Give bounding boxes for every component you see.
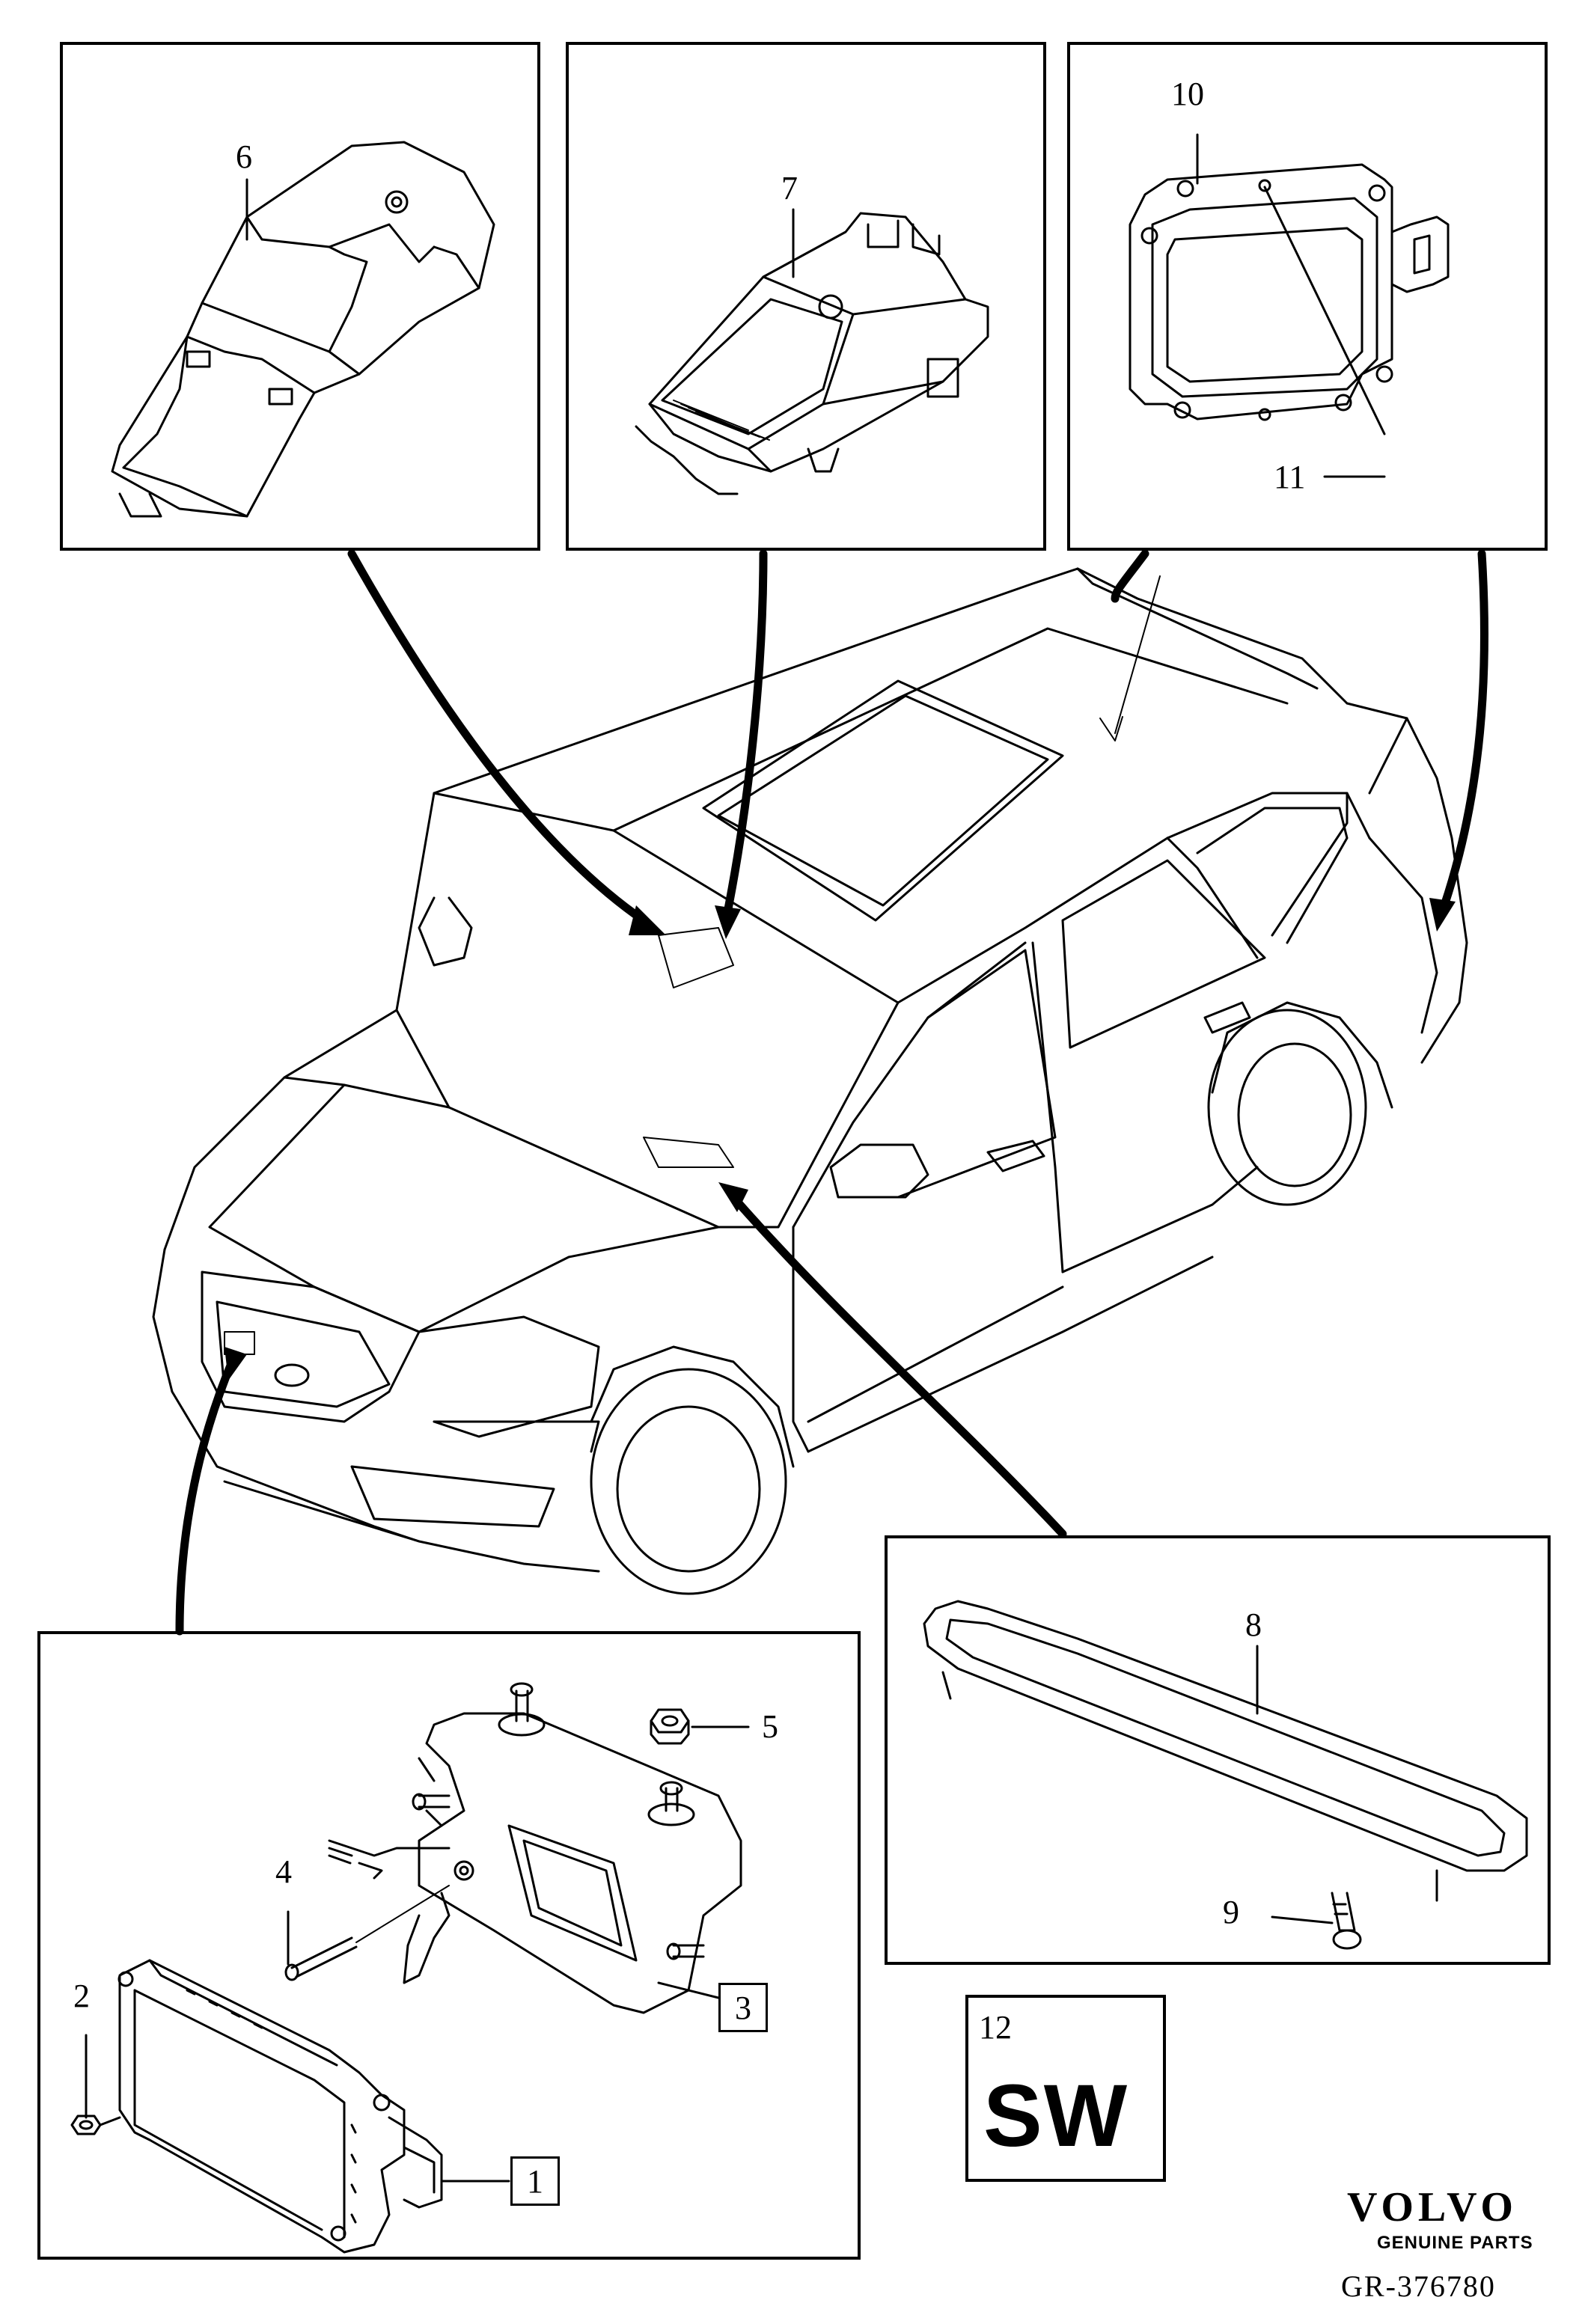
- module-part-1: [117, 1959, 443, 2254]
- software-label: SW: [983, 2067, 1129, 2165]
- arrowhead-10b: [1429, 898, 1456, 932]
- arrow-panel1-to-car: [175, 1357, 236, 1636]
- callout-11: 11: [1274, 459, 1306, 495]
- arrow-panel7-to-car: [721, 549, 768, 925]
- callout-12: 12: [979, 2009, 1012, 2046]
- panel-part-8-9: [885, 1535, 1551, 1965]
- control-module-part-10: [1129, 163, 1450, 421]
- leader-11: [1263, 186, 1386, 435]
- nut-part-5: [650, 1708, 690, 1745]
- callout-8: 8: [1245, 1606, 1262, 1643]
- callout-3: 3: [735, 1990, 751, 2026]
- leader-2b: [99, 2116, 121, 2126]
- arrow-panel8-to-car: [729, 1193, 1067, 1538]
- car-xc60: [152, 567, 1468, 1595]
- callout-6: 6: [236, 138, 252, 175]
- panel-part-6: [60, 42, 540, 551]
- diagram-reference: GR-376780: [1341, 2269, 1496, 2303]
- callout-3-box: 3: [718, 1983, 768, 2032]
- callout-9: 9: [1223, 1894, 1239, 1930]
- callout-2: 2: [73, 1978, 90, 2014]
- bracket-part-3: [328, 1712, 742, 2014]
- callout-1-box: 1: [510, 2156, 560, 2206]
- software-box: 12 SW: [965, 1995, 1166, 2182]
- arrowhead-8: [718, 1182, 748, 1212]
- volvo-logo-text: VOLVO: [1347, 2184, 1518, 2230]
- callout-7: 7: [781, 170, 798, 207]
- camera-cover-part-6: [111, 141, 495, 518]
- screw-part-9: [1331, 1892, 1362, 1950]
- callout-10: 10: [1171, 76, 1204, 112]
- arrow-panel10-to-car: [1111, 549, 1149, 603]
- leader-9: [1271, 1915, 1334, 1924]
- arrow-panel10b-to-car: [1440, 549, 1488, 910]
- callout-4: 4: [275, 1853, 292, 1890]
- callout-1: 1: [527, 2163, 543, 2200]
- arrow-panel6-to-car: [347, 549, 648, 925]
- trim-strip-part-8: [923, 1600, 1528, 1902]
- pin-part-4: [284, 1885, 450, 1981]
- leader-3: [657, 1981, 720, 1999]
- nut-part-2: [70, 2114, 102, 2135]
- callout-5: 5: [762, 1708, 778, 1745]
- pointer-line-roof: [1114, 575, 1161, 734]
- arrowhead-1: [225, 1347, 247, 1380]
- pointer-arrowhead-roof: [1099, 716, 1123, 741]
- panel-part-10-11: [1067, 42, 1548, 551]
- arrowhead-7: [715, 905, 741, 939]
- stud-bolts: [328, 1682, 705, 1960]
- arrowhead-6: [629, 905, 666, 935]
- genuine-parts-text: GENUINE PARTS: [1377, 2233, 1533, 2253]
- camera-unit-part-7: [635, 212, 989, 495]
- panel-part-7: [566, 42, 1046, 551]
